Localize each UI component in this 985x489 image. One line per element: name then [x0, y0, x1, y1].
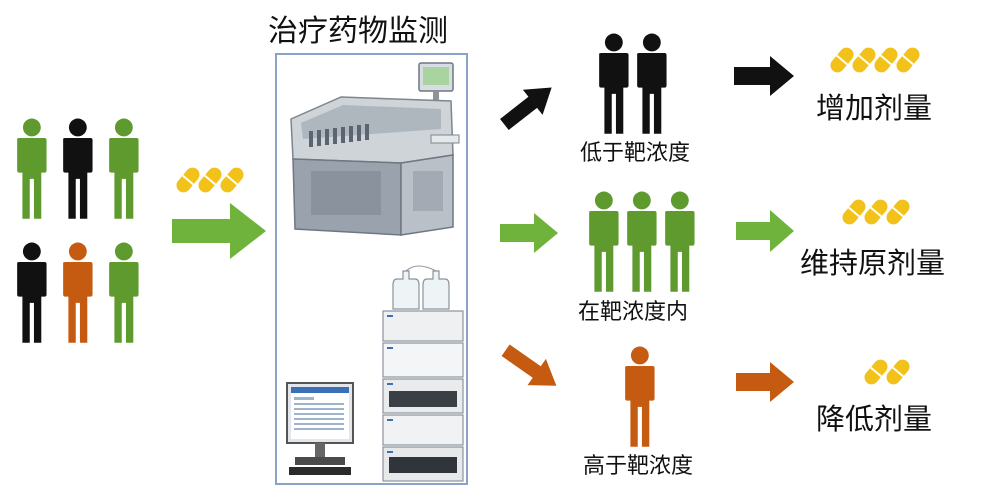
person-icon: [625, 346, 655, 447]
tier-people-within: [580, 183, 710, 295]
outcome-pills-maintain: [838, 194, 928, 230]
pill-icon: [198, 167, 222, 193]
tier-arrow-orange-icon: [500, 340, 562, 396]
person-icon: [637, 33, 667, 134]
person-icon: [63, 242, 93, 343]
pill-icon: [842, 199, 866, 225]
patient-population: [0, 110, 160, 350]
clinical-analyzer-icon: [290, 62, 460, 236]
outcome-arrow-orange-icon: [736, 362, 794, 402]
person-icon: [17, 242, 47, 343]
pill-icon: [886, 359, 910, 385]
pill-icon: [864, 199, 888, 225]
input-arrow-icon: [172, 203, 266, 259]
population-figures: [17, 118, 139, 343]
diagram-title: 治疗药物监测: [268, 14, 448, 49]
pill-icon: [886, 199, 910, 225]
person-icon: [665, 191, 695, 292]
pill-icon: [176, 167, 200, 193]
outcome-arrow-green-icon: [736, 210, 794, 252]
tier-arrow-black-icon: [498, 78, 558, 134]
pill-icon: [874, 47, 898, 73]
tier-people-above: [616, 338, 676, 450]
tier-label-above: 高于靶浓度: [583, 454, 694, 479]
outcome-arrow-black-icon: [734, 56, 794, 96]
outcome-pills-increase: [826, 42, 936, 78]
person-icon: [109, 242, 139, 343]
pill-icon: [830, 47, 854, 73]
outcome-label-increase: 增加剂量: [816, 91, 933, 125]
outcome-label-decrease: 降低剂量: [816, 402, 933, 436]
tier-people-below: [590, 25, 700, 137]
pill-icon: [896, 47, 920, 73]
computer-monitor-icon: [286, 382, 354, 475]
hplc-instrument-icon: [382, 265, 464, 482]
monitoring-instruments-panel: [275, 53, 468, 485]
person-icon: [109, 118, 139, 219]
person-icon: [627, 191, 657, 292]
pill-icon: [220, 167, 244, 193]
input-pills: [172, 160, 252, 200]
person-icon: [63, 118, 93, 219]
pill-icon: [852, 47, 876, 73]
tier-label-below: 低于靶浓度: [580, 141, 691, 166]
outcome-label-maintain: 维持原剂量: [800, 246, 946, 280]
tier-label-within: 在靶浓度内: [578, 300, 689, 325]
person-icon: [17, 118, 47, 219]
pill-icon: [864, 359, 888, 385]
tier-arrow-green-icon: [500, 213, 558, 253]
person-icon: [599, 33, 629, 134]
person-icon: [589, 191, 619, 292]
outcome-pills-decrease: [860, 354, 930, 390]
